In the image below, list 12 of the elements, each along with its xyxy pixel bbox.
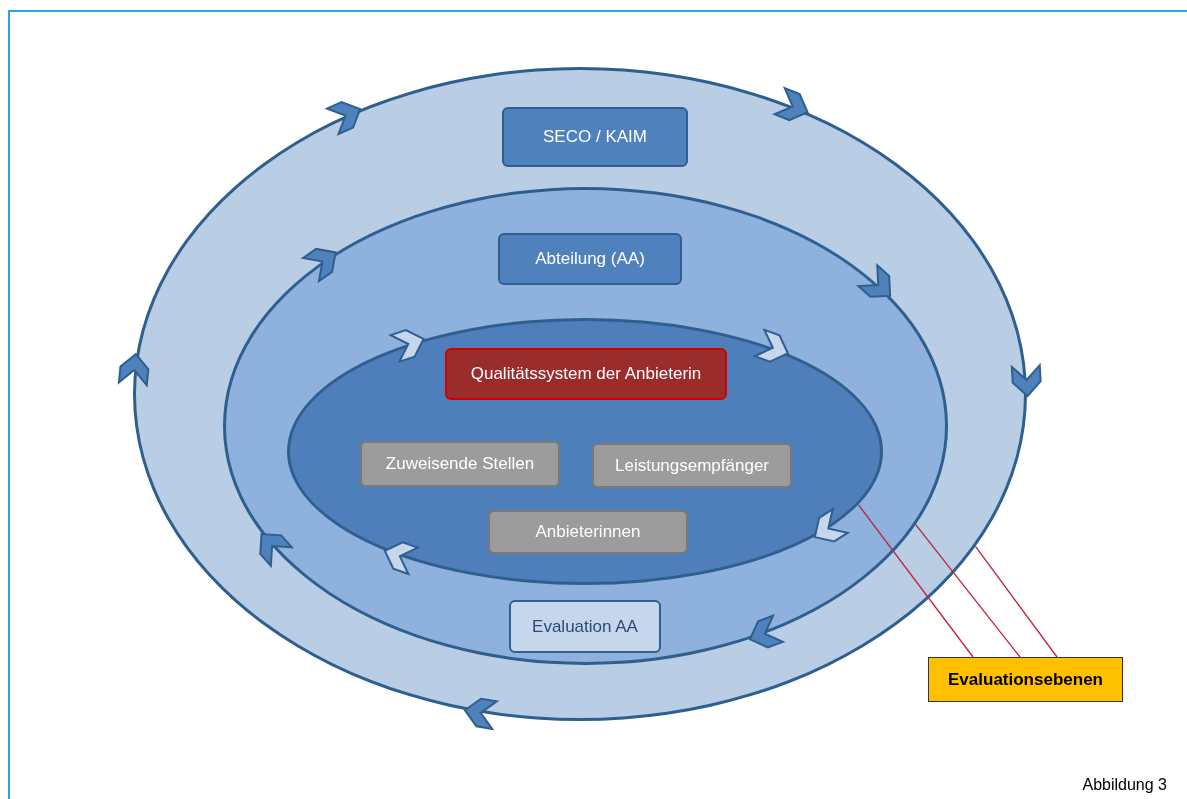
level-box: Abteilung (AA) (498, 233, 682, 285)
quality-system-box: Qualitätssystem der Anbieterin (445, 348, 727, 400)
figure-number: Abbildung 3 (1082, 775, 1167, 795)
stakeholder-box: Anbieterinnen (488, 510, 688, 554)
evaluation-box: Evaluation AA (509, 600, 661, 653)
stakeholder-box: Zuweisende Stellen (360, 441, 560, 487)
leader-line (857, 504, 974, 658)
callout-box: Evaluationsebenen (928, 657, 1123, 702)
leader-line (915, 523, 1021, 658)
level-box: SECO / KAIM (502, 107, 688, 167)
stakeholder-box: Leistungsempfänger (592, 443, 792, 488)
leader-line (974, 545, 1058, 658)
